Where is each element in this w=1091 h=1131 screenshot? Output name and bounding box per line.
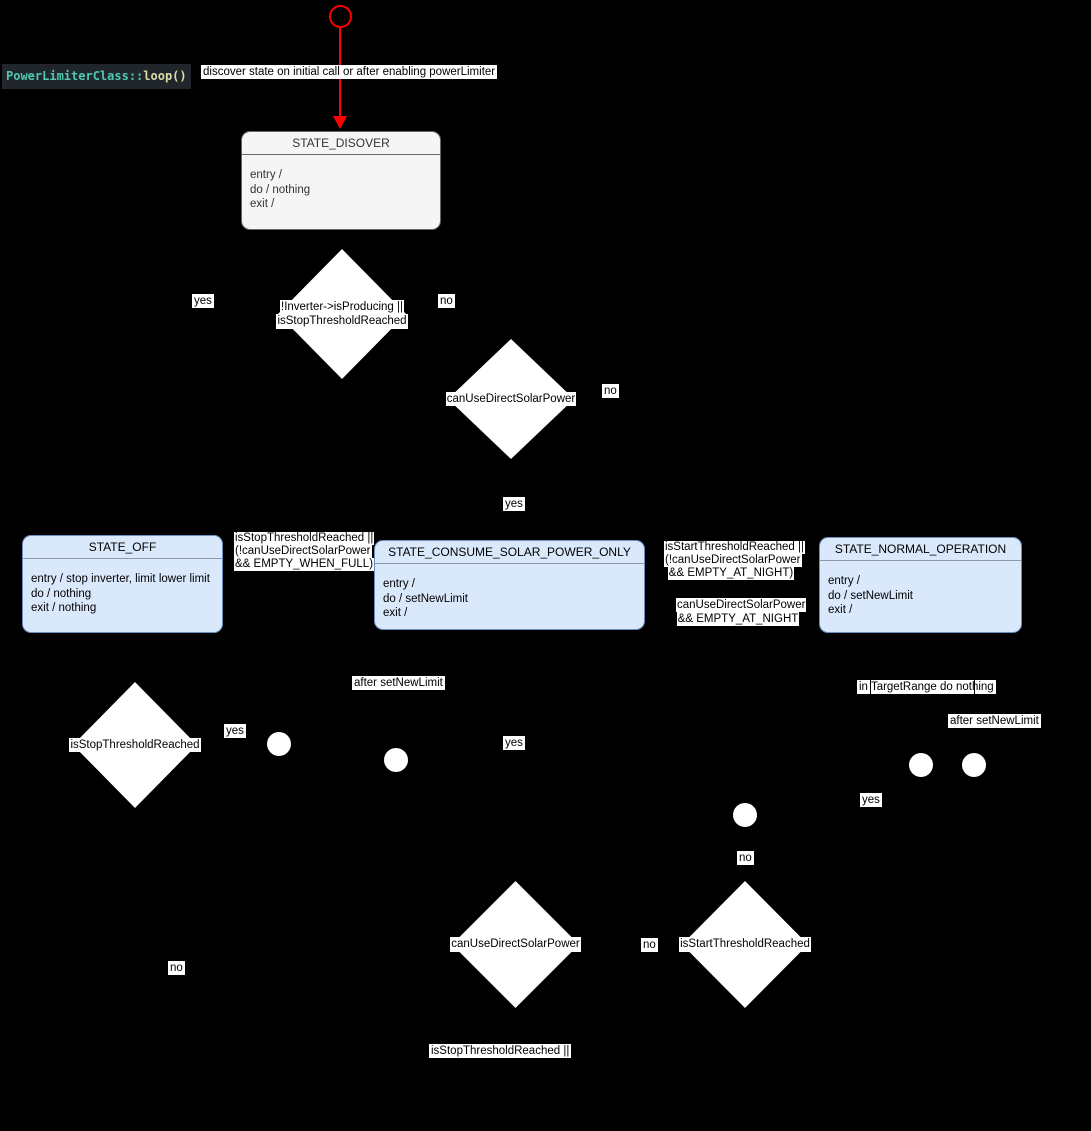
edge-label-guard-normal: isStartThresholdReached || (!canUseDirec… [664,541,805,580]
state-title-normal: STATE_NORMAL_OPERATION [820,538,1021,561]
decision-label-start-threshold: isStartThresholdReached [679,937,811,952]
edge-label-no: no [438,294,455,308]
edge-label-yes: yes [224,724,246,738]
connector-line-fragment [974,679,975,695]
edge-label-no: no [168,961,185,975]
junction-node [962,753,986,777]
decision-label-producing-or-stop: !Inverter->isProducing || isStopThreshol… [276,299,408,329]
junction-node [909,753,933,777]
edge-label-stop-threshold-or: isStopThresholdReached || [429,1044,572,1058]
diagram-title: PowerLimiterClass::loop() [2,64,191,89]
state-body-consume: entry / do / setNewLimit exit / [375,564,644,621]
state-action: entry / [383,578,415,590]
class-name: PowerLimiterClass [6,69,129,83]
edge-label-no: no [641,938,658,952]
initial-state-node [329,5,352,28]
edge-label-in-target-range: in TargetRange do nothing [857,680,996,694]
method-name: loop() [143,69,187,83]
edge-label-discover: discover state on initial call or after … [201,65,498,79]
decision-label-can-use-direct-solar-top: canUseDirectSolarPower [445,391,577,407]
initial-transition-arrowhead-icon [333,116,347,129]
state-title-discover: STATE_DISOVER [242,132,440,155]
state-action: exit / nothing [31,602,97,615]
junction-node [267,732,291,756]
edge-label-yes: yes [503,497,525,511]
state-body-normal: entry / do / setNewLimit exit / [820,561,1021,618]
edge-label-guard-off: isStopThresholdReached || (!canUseDirect… [234,532,375,571]
state-action: do / nothing [31,587,92,600]
scope-separator: :: [128,69,144,83]
state-action: entry / [250,169,282,181]
connector-line-fragment [870,679,871,695]
decision-label-can-use-direct-solar-bottom: canUseDirectSolarPower [450,937,581,952]
state-action: do / nothing [250,183,311,196]
state-action: exit / [828,604,853,617]
state-action: entry / stop inverter, limit lower limit [31,573,210,585]
state-box-discover: STATE_DISOVER entry / do / nothing exit … [241,131,441,230]
state-action: exit / [250,198,275,211]
state-box-consume-solar-power-only: STATE_CONSUME_SOLAR_POWER_ONLY entry / d… [374,540,645,630]
state-action: entry / [828,575,860,587]
state-box-normal-operation: STATE_NORMAL_OPERATION entry / do / setN… [819,537,1022,633]
edge-label-no: no [602,384,619,398]
edge-label-yes: yes [860,793,882,807]
edge-label-guard-consume: canUseDirectSolarPower && EMPTY_AT_NIGHT [676,598,807,626]
state-title-consume: STATE_CONSUME_SOLAR_POWER_ONLY [375,541,644,564]
state-box-off: STATE_OFF entry / stop inverter, limit l… [22,535,223,633]
edge-label-no: no [737,851,754,865]
state-body-discover: entry / do / nothing exit / [242,155,440,212]
edge-label-yes: yes [192,294,214,308]
state-action: do / setNewLimit [828,589,914,602]
decision-label-stop-threshold: isStopThresholdReached [69,737,201,753]
edge-label-after-set-new-limit: after setNewLimit [948,714,1041,728]
state-action: exit / [383,607,408,620]
state-body-off: entry / stop inverter, limit lower limit… [23,559,222,616]
junction-node [384,748,408,772]
edge-label-yes: yes [503,736,525,750]
edge-label-after-set-new-limit: after setNewLimit [352,676,445,690]
junction-node [733,803,757,827]
state-action: do / setNewLimit [383,592,469,605]
state-title-off: STATE_OFF [23,536,222,559]
